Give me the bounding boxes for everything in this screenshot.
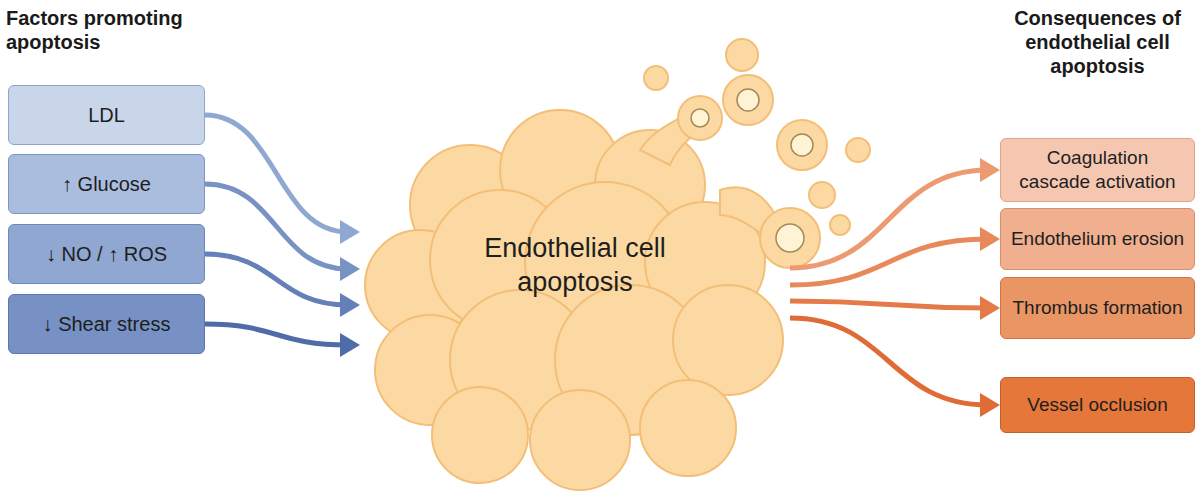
flow-arrow <box>205 115 348 232</box>
flow-arrow <box>205 254 348 305</box>
consequence-box: Vessel occlusion <box>1000 377 1195 433</box>
box-label: ↓ NO / ↑ ROS <box>46 242 167 267</box>
box-label: Thrombus formation <box>1012 296 1182 320</box>
box-label: Vessel occlusion <box>1027 393 1167 417</box>
factor-box: ↑ Glucose <box>8 154 205 214</box>
cell-label: Endothelial cell apoptosis <box>460 231 690 299</box>
box-label: Endothelium erosion <box>1011 227 1184 251</box>
apoptosis-cell: Endothelial cell apoptosis <box>360 90 790 440</box>
flow-arrow <box>790 301 988 308</box>
section-heading: Factors promoting apoptosis <box>6 6 216 54</box>
factor-box: LDL <box>8 85 205 145</box>
flow-arrow <box>790 318 988 405</box>
box-label: Coagulation cascade activation <box>1009 146 1186 194</box>
box-label: LDL <box>88 103 125 128</box>
flow-arrow <box>790 239 988 285</box>
factor-box: ↓ NO / ↑ ROS <box>8 224 205 284</box>
flow-arrow <box>790 170 988 268</box>
section-heading: Consequences of endothelial cell apoptos… <box>995 6 1200 78</box>
factor-box: ↓ Shear stress <box>8 294 205 354</box>
flow-arrow <box>205 324 348 345</box>
box-label: ↓ Shear stress <box>43 312 171 337</box>
consequence-box: Coagulation cascade activation <box>1000 138 1195 202</box>
consequence-box: Thrombus formation <box>1000 277 1195 339</box>
box-label: ↑ Glucose <box>62 172 151 197</box>
consequence-box: Endothelium erosion <box>1000 208 1195 270</box>
